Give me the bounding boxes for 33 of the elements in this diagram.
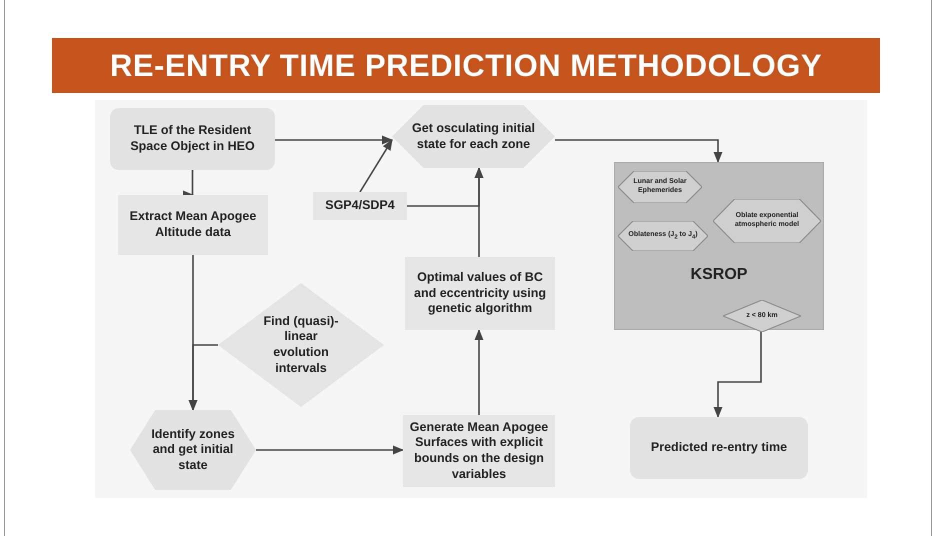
model-panel — [614, 162, 824, 330]
node-label: Get osculating initial state for each zone — [411, 120, 536, 152]
arrow — [407, 166, 484, 207]
process-box — [118, 195, 268, 255]
input-box — [110, 108, 275, 170]
node-label: Predicted re-entry time — [650, 440, 788, 456]
node-label: SGP4/SDP4 — [325, 198, 395, 214]
process-hexagon — [392, 105, 555, 168]
process-hexagon — [130, 410, 256, 490]
arrow — [256, 446, 404, 454]
arrow — [555, 139, 722, 164]
process-box — [403, 415, 555, 487]
node-label: Extract Mean Apogee Altitude data — [128, 209, 258, 241]
arrow — [714, 331, 762, 418]
title-banner: RE-ENTRY TIME PREDICTION METHODOLOGY — [52, 38, 880, 93]
input-box — [313, 192, 407, 220]
decision-diamond — [218, 283, 384, 407]
node-label: Identify zones and get initial state — [150, 426, 236, 474]
arrow — [188, 344, 218, 412]
model-hexagon — [618, 171, 702, 203]
model-hexagon — [713, 199, 821, 243]
decision-diamond — [723, 300, 801, 332]
node-label: TLE of the Resident Space Object in HEO — [129, 123, 256, 155]
output-box — [630, 417, 808, 479]
node-label: Optimal values of BC and eccentricity using genetic algorithm — [413, 270, 547, 317]
node-label: Find (quasi)-linear evolution intervals — [262, 314, 340, 376]
model-hexagon — [618, 221, 708, 251]
process-box — [405, 257, 555, 330]
arrow — [474, 328, 484, 415]
node-label: Generate Mean Apogee Surfaces with explicit bounds on the design variables — [408, 420, 550, 482]
arrow — [359, 139, 393, 192]
arrow — [275, 136, 394, 144]
node-label: KSROP — [690, 265, 748, 285]
